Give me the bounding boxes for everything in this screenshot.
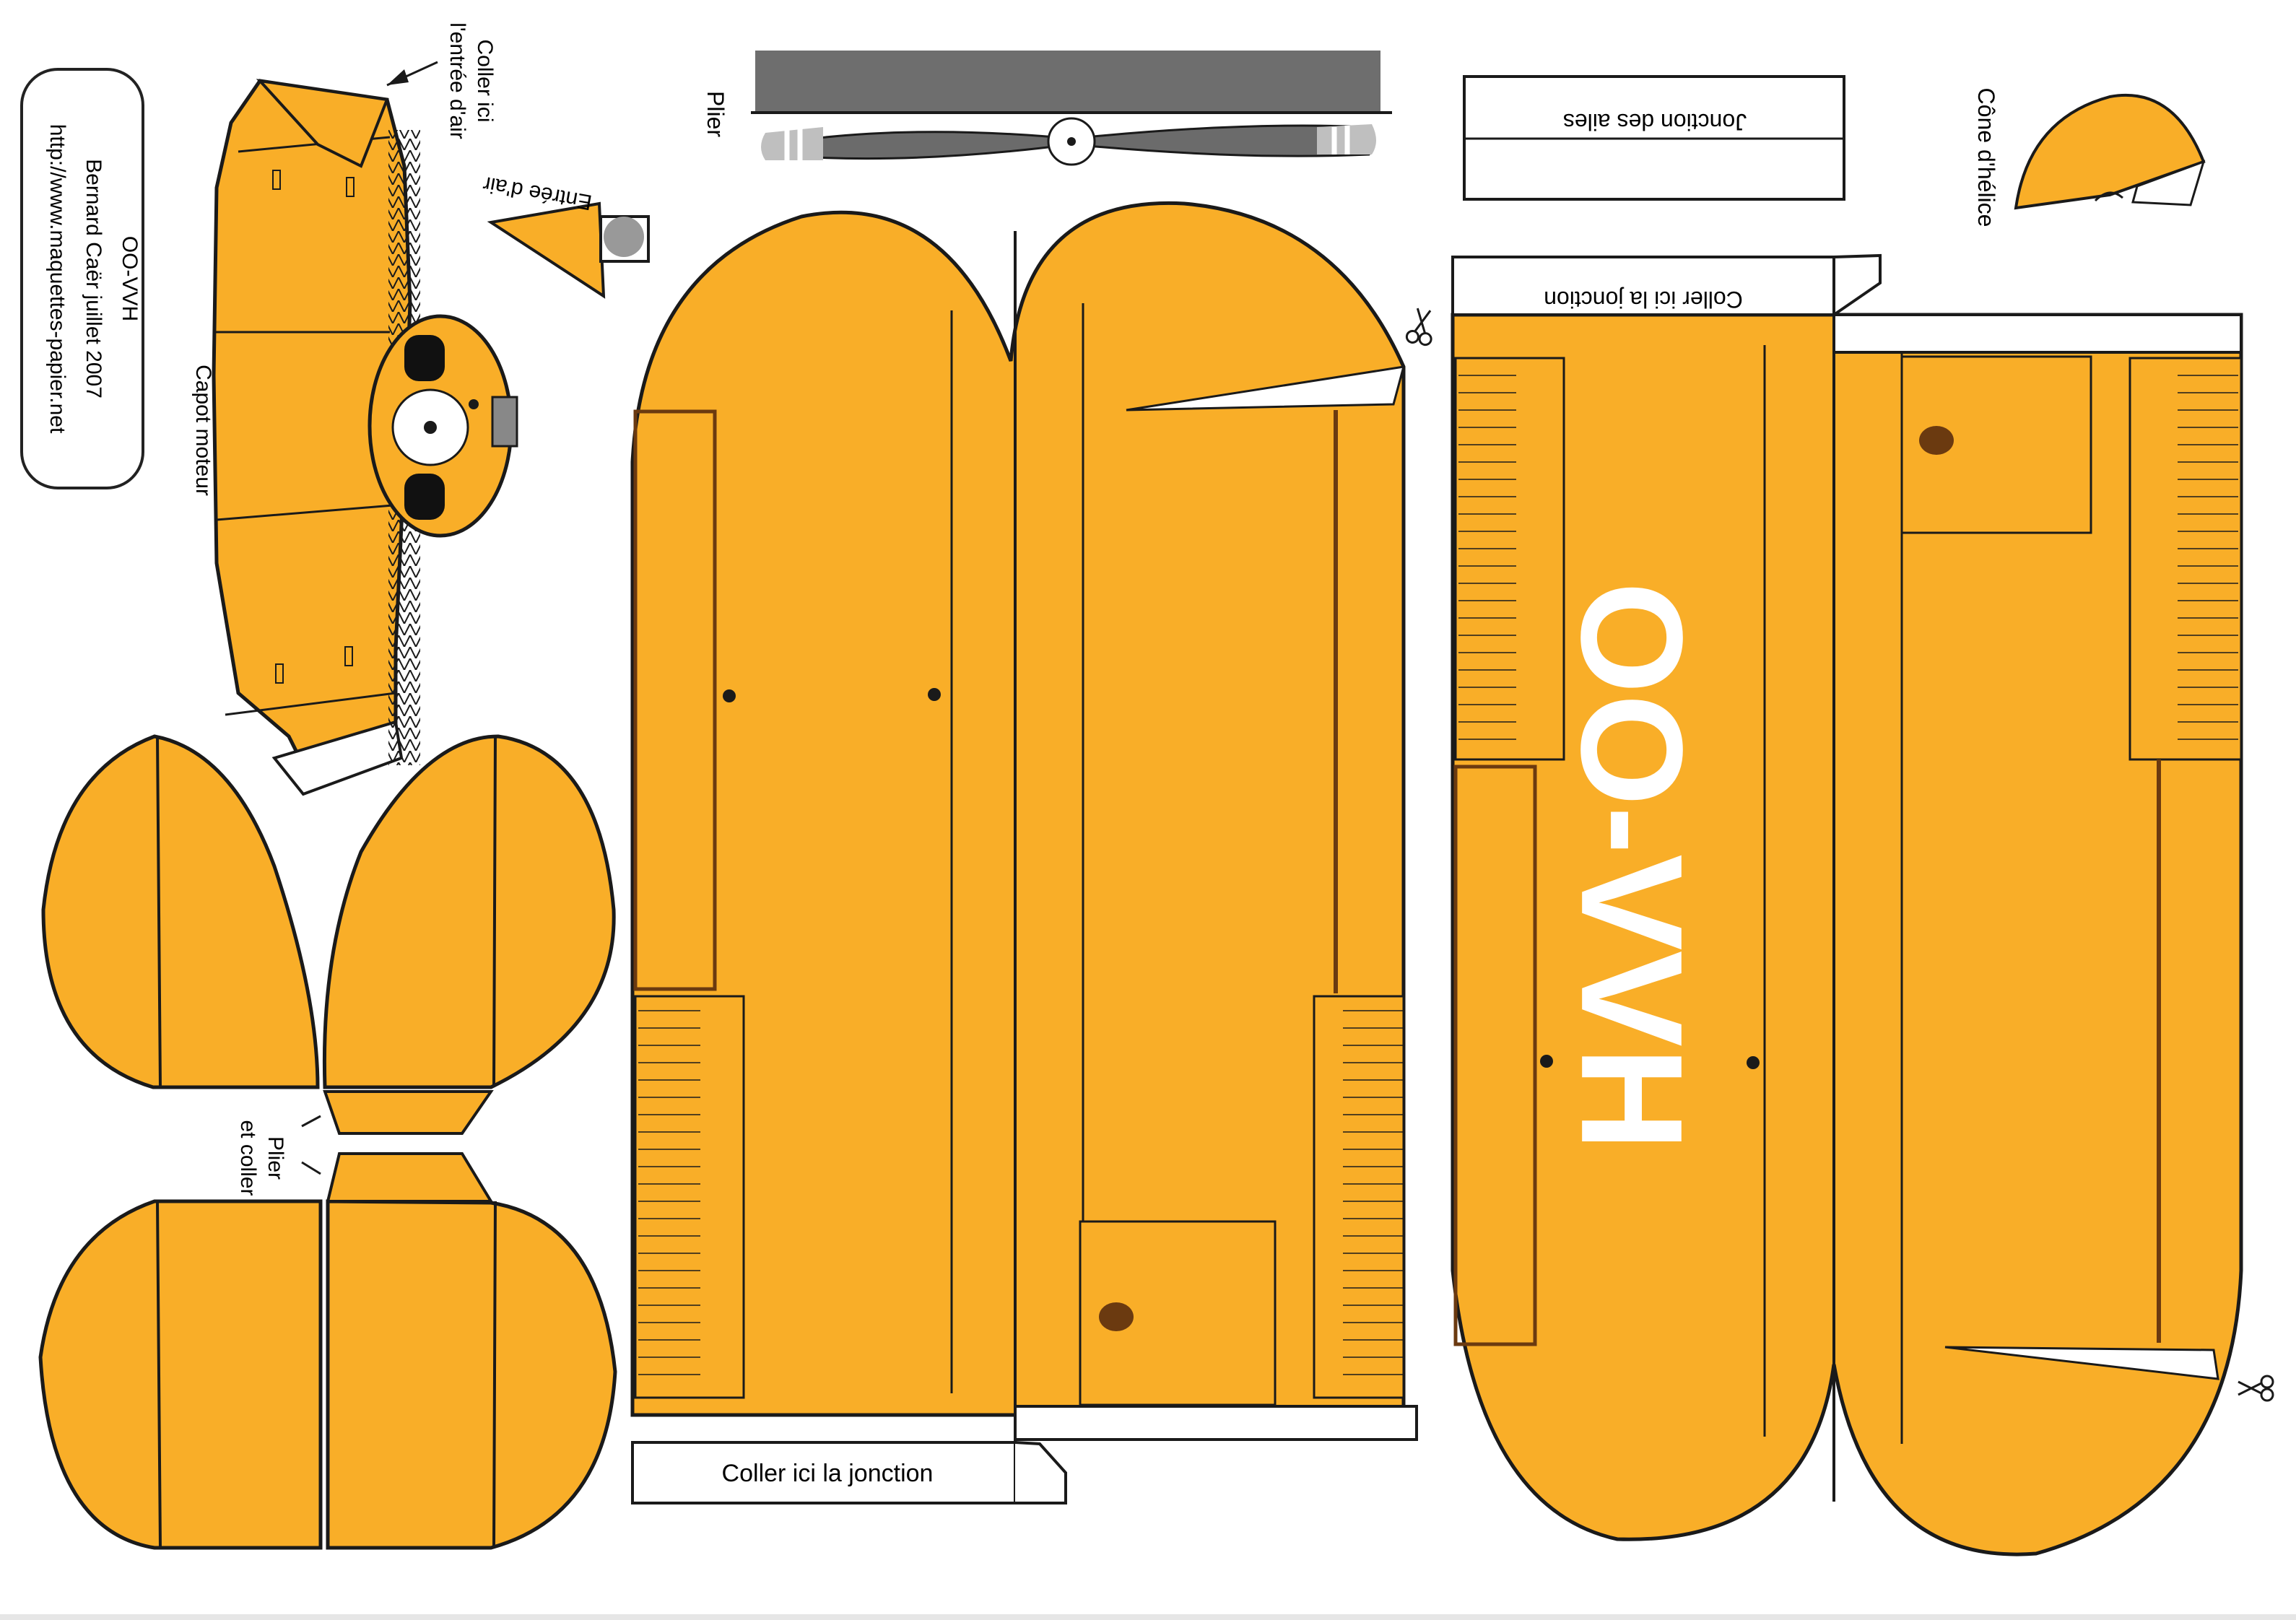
air-intake-part: Entrée d'air (481, 172, 650, 299)
registration-mark: OO-VVH (1551, 582, 1712, 1151)
label-cone-helice: Cône d'hélice (1973, 88, 1999, 227)
label-plier: Plier (703, 91, 729, 137)
scissors-icon (2238, 1375, 2274, 1402)
credit-author: Bernard Caër juillet 2007 (82, 159, 105, 399)
scissors-icon (1405, 308, 1432, 347)
label-plier-et-coller-2: et coller (236, 1120, 260, 1196)
svg-text:Capot moteur: Capot moteur (191, 365, 215, 496)
wing-junction-strip: Jonction des ailes (1463, 75, 1845, 201)
credit-box: OO-VVH Bernard Caër juillet 2007 http://… (20, 68, 144, 489)
horizontal-stabilizer-part: Plier et coller (38, 734, 617, 1550)
svg-text:l'entrée d'air: l'entrée d'air (445, 22, 469, 139)
label-jonction-ailes: Jonction des ailes (1563, 109, 1747, 135)
svg-text:Coller ici: Coller ici (473, 39, 497, 122)
label-plier-et-coller: Plier (264, 1136, 287, 1180)
credit-model-name: OO-VVH (118, 236, 142, 321)
cowling-front-face (368, 314, 518, 538)
propeller-part: Plier (703, 51, 1392, 166)
label-coller-jonction-bottom: Coller ici la jonction (722, 1460, 934, 1487)
label-coller-jonction-top: Coller ici la jonction (1544, 287, 1743, 313)
spinner-cone-part: Cône d'hélice (1973, 88, 2206, 227)
label-coller-entree: Coller ici l'entrée d'air (386, 22, 497, 139)
credit-url: http://www.maquettes-papier.net (45, 124, 69, 434)
label-capot-moteur: Capot moteur (191, 365, 215, 496)
left-wing-part: Coller ici la jonction (630, 201, 1432, 1504)
label-entree-air: Entrée d'air (481, 172, 593, 214)
page-footer-bar (0, 1614, 2296, 1620)
right-wing-part: Coller ici la jonction OO-VVH (1451, 253, 2274, 1556)
